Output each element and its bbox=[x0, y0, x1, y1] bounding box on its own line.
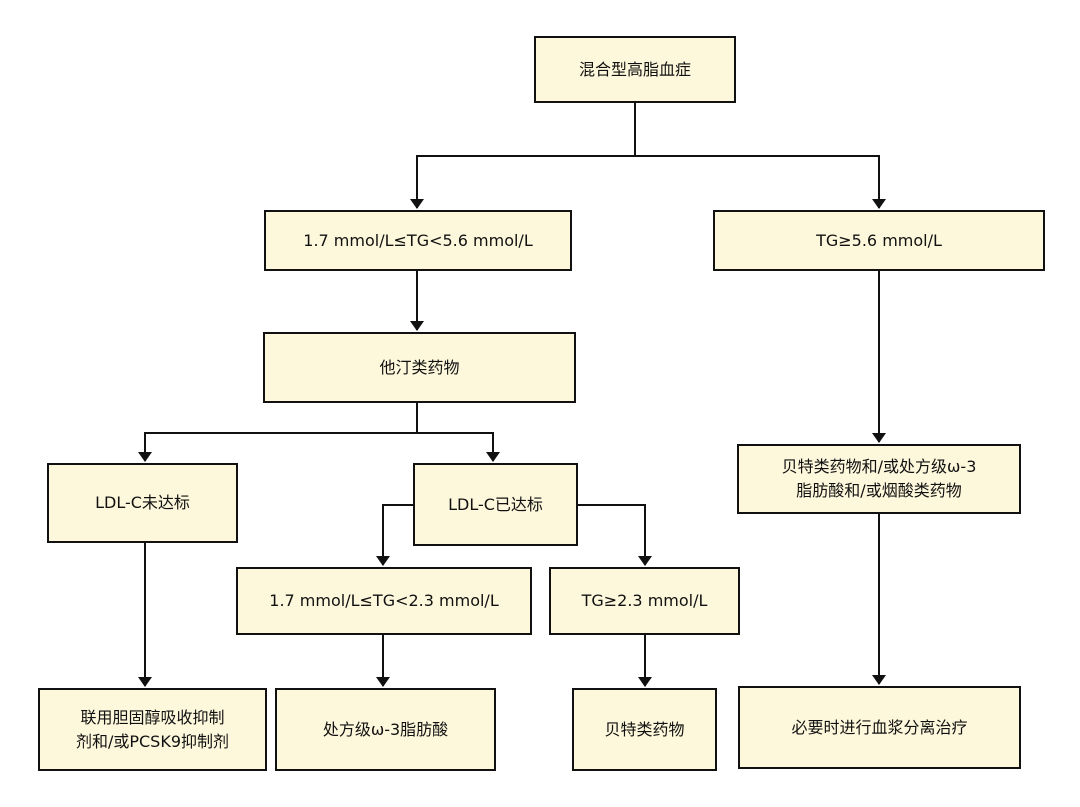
connector-root-split bbox=[410, 103, 636, 209]
connector-statin-ldl-met bbox=[417, 432, 500, 462]
node-ldl-not-met: LDL-C未达标 bbox=[47, 463, 238, 543]
connector-root-tg-high bbox=[635, 155, 886, 209]
node-mixed-hyperlipidemia: 混合型高脂血症 bbox=[534, 36, 736, 103]
connector-ldl-met-tg23 bbox=[578, 504, 652, 566]
node-tg-gte-2-3: TG≥2.3 mmol/L bbox=[549, 567, 740, 635]
node-bile-acid-pcsk9: 联用胆固醇吸收抑制 剂和/或PCSK9抑制剂 bbox=[38, 688, 267, 771]
node-fibrate-omega3-niacin: 贝特类药物和/或处方级ω-3 脂肪酸和/或烟酸类药物 bbox=[737, 444, 1021, 514]
node-fibrate: 贝特类药物 bbox=[572, 688, 717, 771]
node-plasma-separation: 必要时进行血浆分离治疗 bbox=[738, 686, 1021, 769]
node-tg-1-7-to-5-6: 1.7 mmol/L≤TG<5.6 mmol/L bbox=[264, 210, 572, 271]
node-omega3-fatty-acid: 处方级ω-3脂肪酸 bbox=[275, 688, 496, 771]
connector-ldl-met-tg-low bbox=[376, 504, 413, 566]
node-statin: 他汀类药物 bbox=[263, 332, 576, 403]
node-ldl-met: LDL-C已达标 bbox=[413, 463, 578, 546]
node-tg-1-7-to-2-3: 1.7 mmol/L≤TG<2.3 mmol/L bbox=[236, 567, 532, 635]
connector-statin-ldl-not-met bbox=[138, 403, 418, 462]
node-tg-gte-5-6: TG≥5.6 mmol/L bbox=[713, 210, 1045, 271]
